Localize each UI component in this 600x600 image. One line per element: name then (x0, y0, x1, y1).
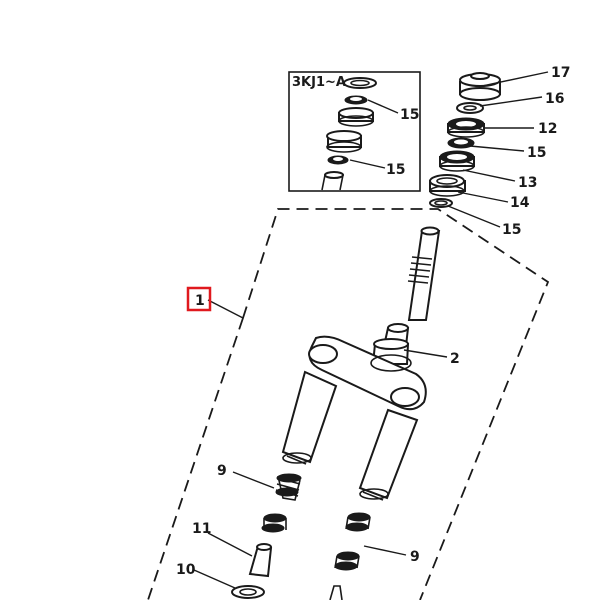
callout-15-lower: 15 (502, 222, 521, 238)
callout-13: 13 (518, 175, 537, 191)
inset-label-15-upper: 15 (400, 107, 419, 123)
inset-cap (343, 77, 377, 89)
callout-1: 1 (195, 293, 205, 309)
lower-tip (329, 585, 343, 600)
inset-title: 3KJ1~A (292, 75, 346, 90)
lower-bearing (429, 198, 453, 208)
callout-10: 10 (176, 562, 196, 578)
inset-frame (288, 71, 421, 192)
callout-1-highlight[interactable]: 1 (186, 286, 212, 312)
washer-10 (231, 585, 265, 599)
inset-label-15-lower: 15 (386, 162, 405, 178)
callout-2: 2 (450, 351, 460, 367)
lock-washer (456, 102, 484, 114)
callout-12: 12 (538, 121, 557, 137)
callout-11: 11 (192, 521, 211, 537)
highlight-box (186, 286, 212, 312)
assembly-boundary (147, 208, 550, 600)
callout-15-upper: 15 (527, 145, 546, 161)
seat-11 (248, 543, 273, 578)
locknut (459, 87, 501, 101)
steering-stem (371, 226, 441, 365)
fork-tube-right (358, 408, 419, 501)
steering-head-stack (429, 72, 501, 208)
fork-tube-left (281, 370, 338, 465)
fork-spring-right (334, 512, 371, 571)
lower-race (429, 174, 465, 188)
under-bracket (308, 335, 427, 411)
fork-spring-left (261, 473, 302, 533)
callout-17: 17 (551, 65, 570, 81)
callout-14: 14 (510, 195, 530, 211)
callout-9-left: 9 (217, 463, 227, 479)
callout-9-right: 9 (410, 549, 420, 565)
callout-16: 16 (545, 91, 564, 107)
stem-thread (407, 256, 433, 284)
inset-panel: 3KJ1~A 15 15 (288, 71, 421, 192)
